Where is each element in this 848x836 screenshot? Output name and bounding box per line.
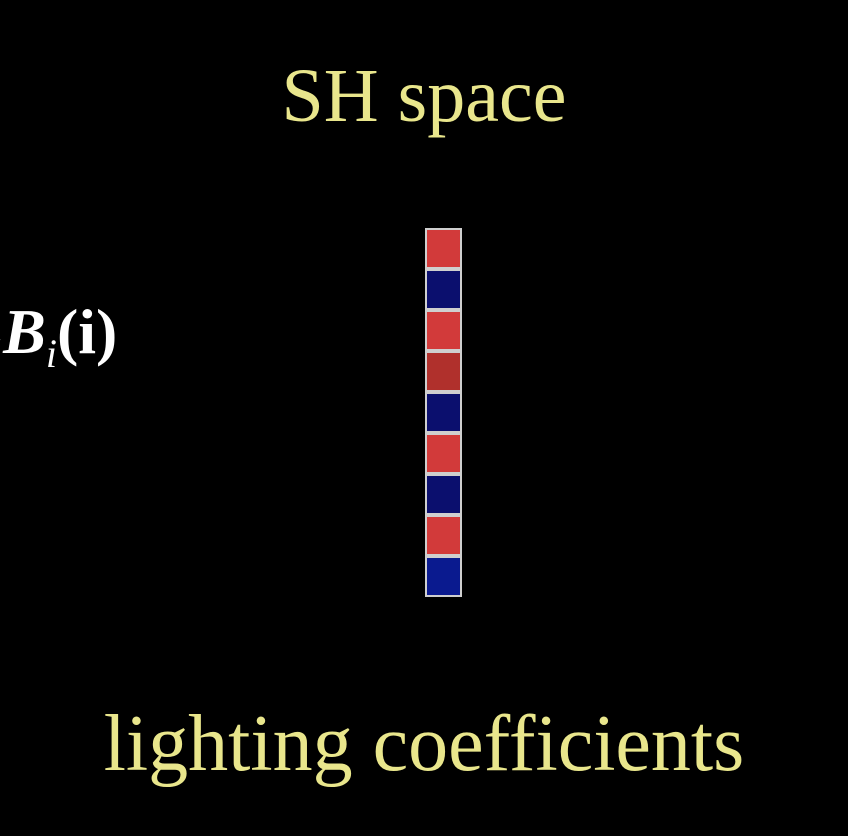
formula-left-symbol: l: [0, 331, 1, 376]
formula-basis-symbol: B: [3, 296, 46, 367]
title-sh-space: SH space: [281, 54, 567, 138]
coefficient-cell-2: [425, 269, 462, 310]
coefficient-cell-9: [425, 556, 462, 597]
coefficient-cell-8: [425, 515, 462, 556]
coefficient-vector: [425, 228, 462, 597]
coefficient-cell-1: [425, 228, 462, 269]
formula-basis-function: lBi(i): [0, 300, 117, 374]
coefficient-cell-4: [425, 351, 462, 392]
caption-lighting-coefficients: lighting coefficients: [103, 700, 745, 788]
formula-argument: (i): [56, 296, 118, 367]
coefficient-cell-7: [425, 474, 462, 515]
coefficient-cell-3: [425, 310, 462, 351]
formula-subscript: i: [45, 331, 57, 376]
coefficient-cell-5: [425, 392, 462, 433]
coefficient-cell-6: [425, 433, 462, 474]
